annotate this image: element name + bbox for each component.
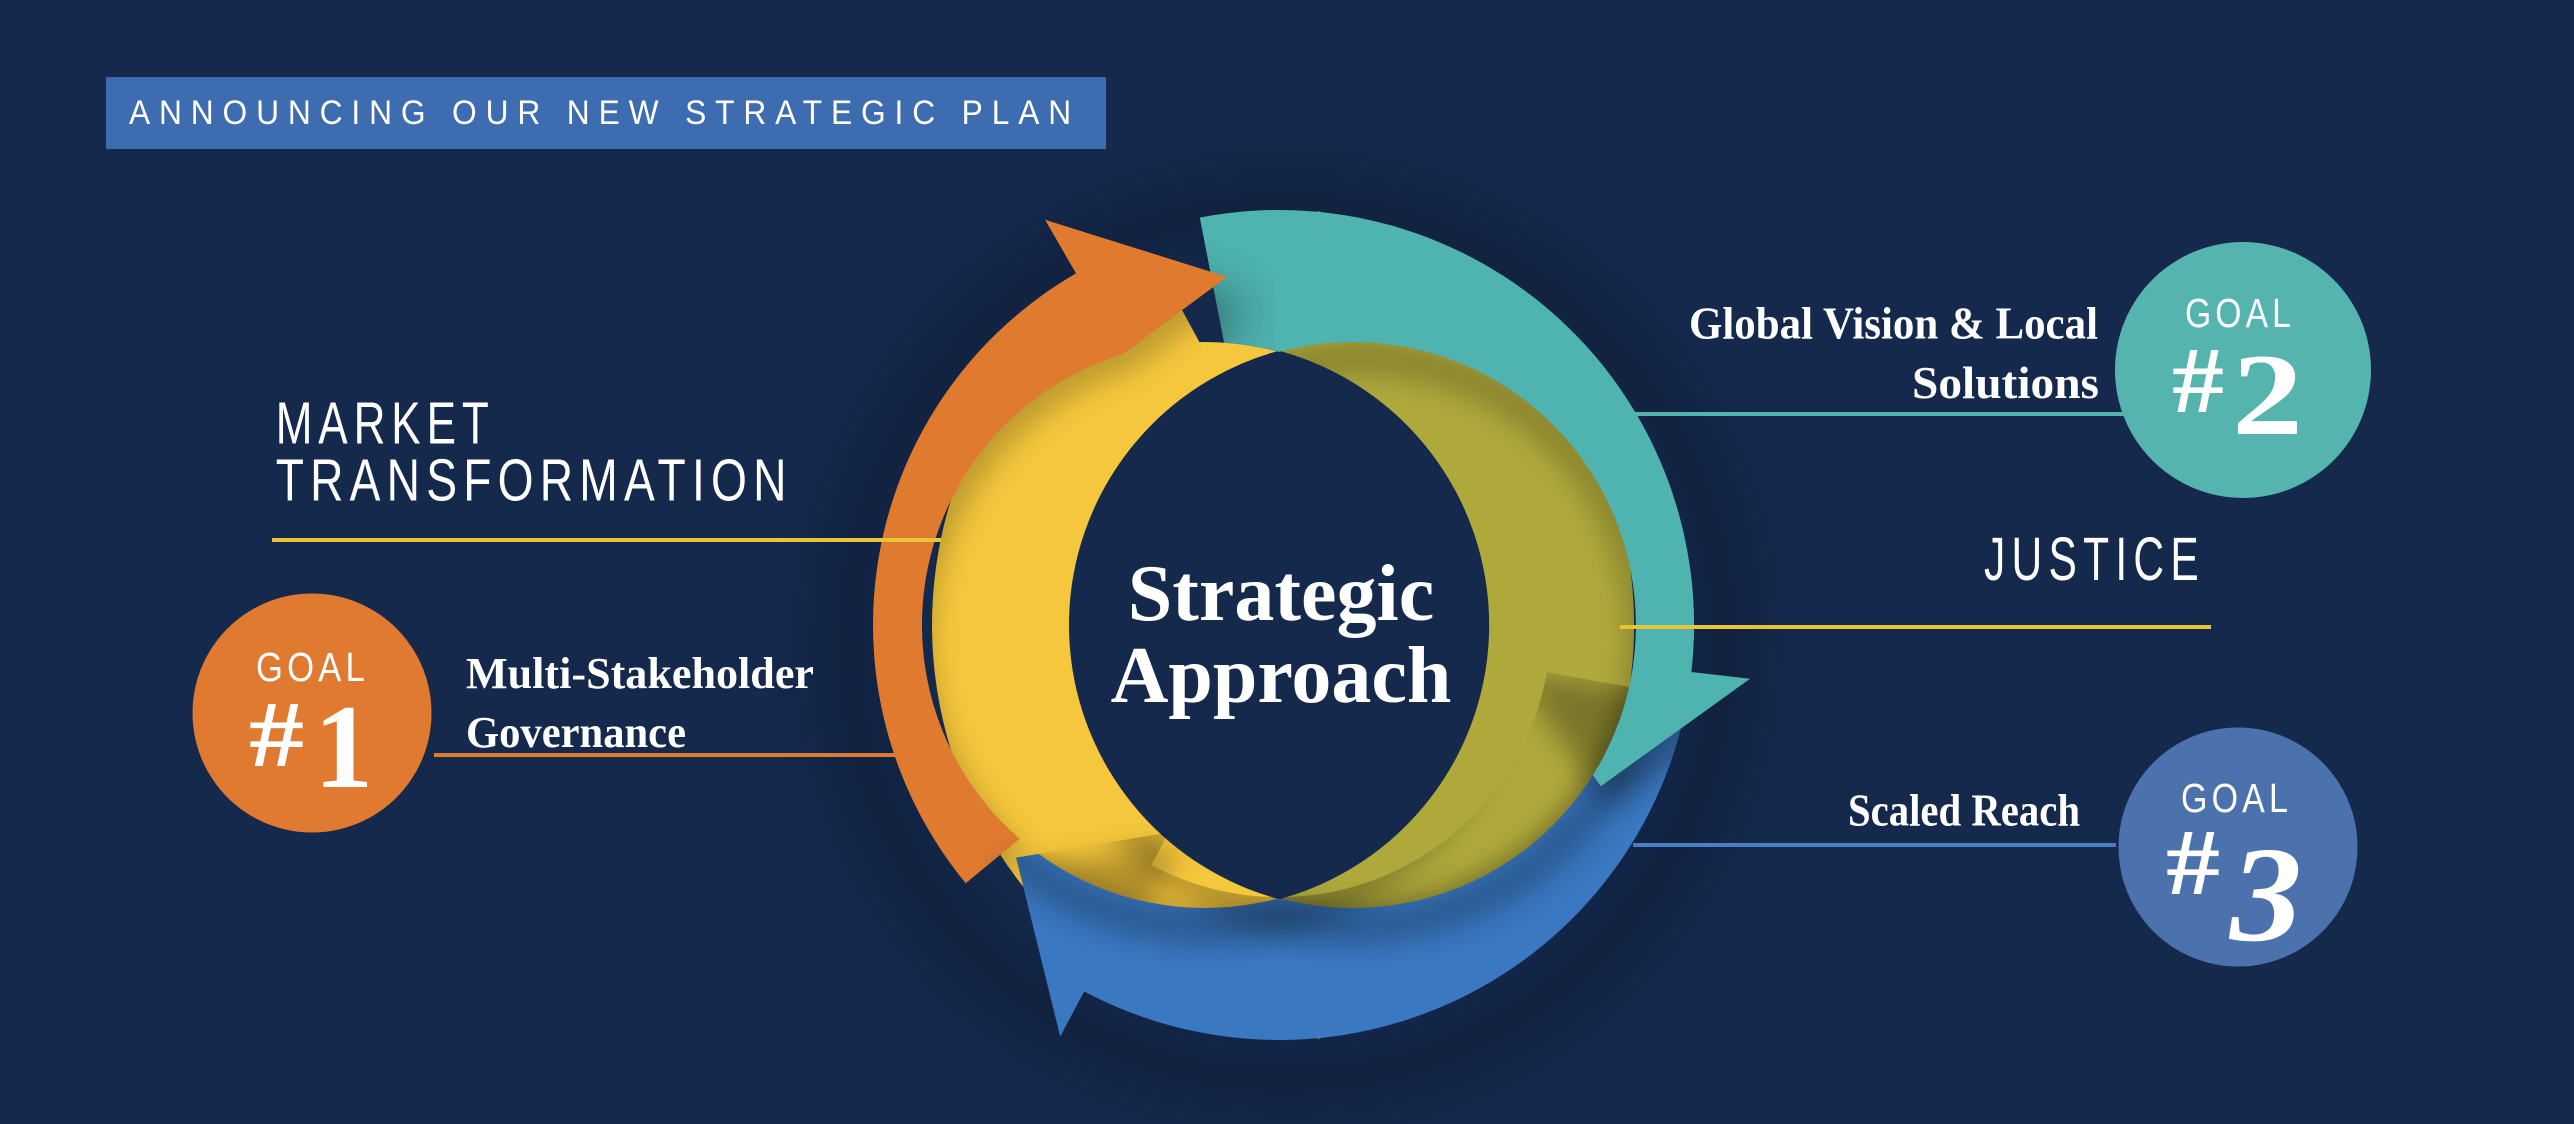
svg-text:1: 1 bbox=[314, 680, 373, 813]
svg-text:Solutions: Solutions bbox=[1912, 358, 2099, 408]
svg-text:Approach: Approach bbox=[1111, 632, 1452, 720]
svg-text:GOAL: GOAL bbox=[2185, 290, 2295, 336]
svg-text:#: # bbox=[2166, 811, 2220, 915]
svg-text:MARKET: MARKET bbox=[276, 390, 495, 457]
svg-text:JUSTICE: JUSTICE bbox=[1984, 525, 2205, 593]
svg-text:GOAL: GOAL bbox=[2181, 775, 2292, 821]
svg-text:Governance: Governance bbox=[466, 707, 686, 757]
svg-text:#: # bbox=[249, 683, 304, 787]
svg-text:GOAL: GOAL bbox=[256, 644, 369, 690]
svg-text:#: # bbox=[2172, 329, 2224, 433]
svg-text:TRANSFORMATION: TRANSFORMATION bbox=[276, 446, 793, 513]
svg-text:Strategic: Strategic bbox=[1128, 550, 1435, 638]
svg-text:Scaled Reach: Scaled Reach bbox=[1848, 786, 2080, 836]
svg-text:3: 3 bbox=[2228, 820, 2302, 970]
svg-text:ANNOUNCING OUR NEW STRATEGIC P: ANNOUNCING OUR NEW STRATEGIC PLAN bbox=[129, 94, 1080, 132]
svg-text:Global Vision & Local: Global Vision & Local bbox=[1689, 298, 2098, 348]
svg-text:2: 2 bbox=[2232, 331, 2303, 460]
svg-text:Multi-Stakeholder: Multi-Stakeholder bbox=[466, 648, 814, 698]
